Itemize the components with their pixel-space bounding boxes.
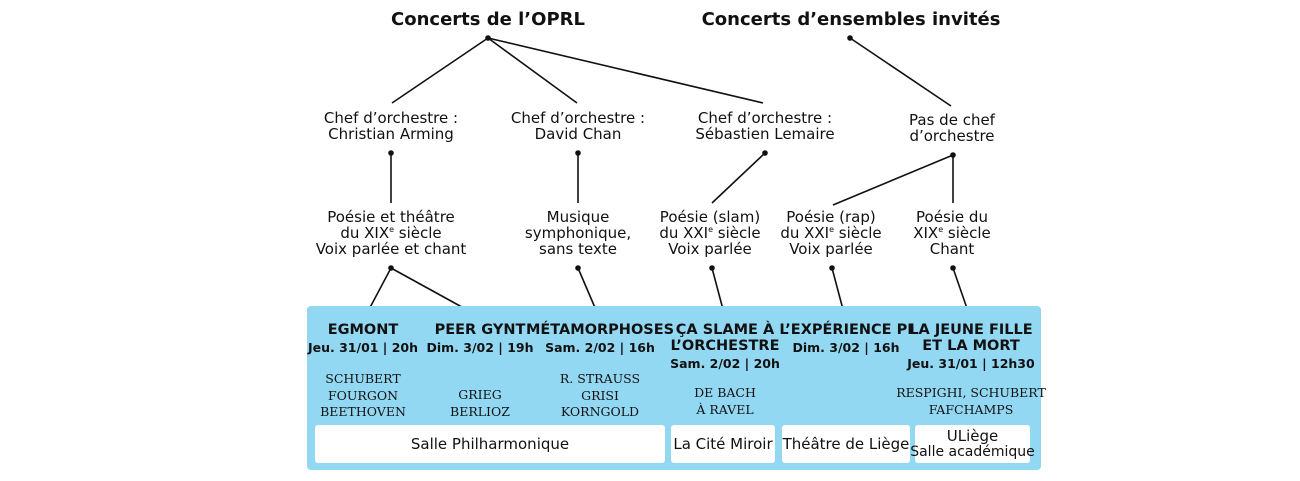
concert-composers: GRIEG BERLIOZ — [426, 387, 533, 420]
heading-guest-concerts: Concerts d’ensembles invités — [701, 9, 1001, 30]
connector-dot — [575, 150, 581, 156]
composer: GRISI — [581, 387, 619, 403]
genre-line: Poésie (rap) — [786, 208, 876, 226]
no-conductor-line1: Pas de chef — [909, 111, 995, 129]
concert-peer-gynt: PEER GYNT Dim. 3/02 | 19h GRIEG BERLIOZ — [426, 322, 533, 420]
concert-title: EGMONT — [327, 322, 399, 338]
connector-line — [487, 37, 764, 104]
genre-line: Voix parlée — [668, 240, 752, 258]
genre-line: Poésie du — [916, 208, 988, 226]
concert-title: ÇA SLAME À — [675, 322, 775, 338]
venue-salle-philharmonique: Salle Philharmonique — [315, 425, 665, 463]
connector-dot — [847, 35, 853, 41]
genre-node-slam: Poésie (slam) du XXIe siècle Voix parlée — [659, 209, 760, 257]
venue-uliege: ULiège Salle académique — [910, 425, 1035, 463]
composer: R. STRAUSS — [559, 371, 641, 386]
connector-dot — [388, 265, 394, 271]
heading-oprl-concerts: Concerts de l’OPRL — [391, 9, 585, 30]
concert-experience-pi: L’EXPÉRIENCE PI Dim. 3/02 | 16h — [779, 322, 912, 356]
conductor-label: Chef d’orchestre : — [323, 109, 459, 127]
connector-dot — [709, 265, 715, 271]
concert-composers: SCHUBERT FOURGON BEETHOVEN — [308, 371, 418, 421]
connector-dot — [388, 150, 394, 156]
connector-line — [711, 152, 766, 204]
concert-date: Sam. 2/02 | 20h — [670, 356, 780, 371]
genre-line: symphonique, — [524, 224, 632, 242]
concert-egmont: EGMONT Jeu. 31/01 | 20h SCHUBERT FOURGON… — [308, 322, 418, 421]
connector-line — [832, 154, 954, 206]
genre-line: Poésie et théâtre — [327, 208, 455, 226]
concert-metamorphoses: MÉTAMORPHOSES Sam. 2/02 | 16h R. STRAUSS… — [526, 322, 674, 421]
concert-title-line2: L’ORCHESTRE — [670, 338, 780, 354]
genre-line: sans texte — [539, 240, 617, 258]
connector-dot — [950, 152, 956, 158]
conductor-node-lemaire: Chef d’orchestre : Sébastien Lemaire — [695, 110, 834, 142]
genre-line: XIXe siècle — [913, 224, 991, 242]
concert-title: L’EXPÉRIENCE PI — [779, 322, 913, 338]
connector-dot — [950, 265, 956, 271]
no-conductor-line2: d’orchestre — [909, 127, 995, 145]
venue-cite-miroir: La Cité Miroir — [671, 425, 775, 463]
concert-date: Jeu. 31/01 | 12h30 — [907, 356, 1035, 371]
conductor-label: Chef d’orchestre : — [697, 109, 833, 127]
genre-node-symphonic: Musique symphonique, sans texte — [525, 209, 631, 257]
concert-date: Dim. 3/02 | 16h — [792, 340, 900, 355]
venue-name: ULiège — [946, 427, 999, 445]
connector-dot — [829, 265, 835, 271]
venue-theatre-de-liege: Théâtre de Liège — [782, 425, 910, 463]
genre-line: Voix parlée — [789, 240, 873, 258]
genre-line: Musique — [546, 208, 610, 226]
genre-node-poetry-theatre: Poésie et théâtre du XIXe siècle Voix pa… — [316, 209, 467, 257]
composer: GRIEG — [458, 387, 502, 402]
connector-line — [487, 37, 578, 104]
concert-date: Dim. 3/02 | 19h — [426, 340, 534, 355]
concert-date: Sam. 2/02 | 16h — [545, 340, 655, 355]
venue-name: Théâtre de Liège — [782, 435, 910, 453]
concert-jeune-fille: LA JEUNE FILLE ET LA MORT Jeu. 31/01 | 1… — [896, 322, 1046, 418]
genre-line: Voix parlée et chant — [315, 240, 467, 258]
connector-line — [391, 37, 489, 104]
no-conductor-node: Pas de chef d’orchestre — [909, 112, 995, 144]
concert-title: PEER GYNT — [434, 322, 526, 338]
venue-subname: Salle académique — [910, 444, 1035, 460]
genre-node-rap: Poésie (rap) du XXIe siècle Voix parlée — [780, 209, 881, 257]
conductor-name: David Chan — [534, 125, 622, 143]
concert-date: Jeu. 31/01 | 20h — [307, 340, 419, 355]
genre-line: du XIXe siècle — [340, 224, 442, 242]
connector-line — [849, 37, 952, 107]
composer: SCHUBERT — [325, 371, 401, 386]
genre-line: Chant — [929, 240, 975, 258]
genre-line: du XXIe siècle — [659, 224, 761, 242]
concert-ca-slame: ÇA SLAME À L’ORCHESTRE Sam. 2/02 | 20h D… — [670, 322, 780, 418]
composer: FAFCHAMPS — [928, 401, 1014, 417]
venue-name: La Cité Miroir — [673, 435, 773, 453]
composer: BERLIOZ — [450, 403, 510, 419]
composer: À RAVEL — [696, 401, 754, 417]
conductor-name: Christian Arming — [328, 125, 454, 143]
venue-name: Salle Philharmonique — [410, 435, 570, 453]
concert-title: MÉTAMORPHOSES — [525, 322, 675, 338]
genre-node-sung-poetry: Poésie du XIXe siècle Chant — [913, 209, 991, 257]
conductor-name: Sébastien Lemaire — [695, 125, 835, 143]
connector-dot — [485, 35, 491, 41]
composer: FOURGON — [327, 387, 399, 403]
connector-dot — [762, 150, 768, 156]
conductor-node-chan: Chef d’orchestre : David Chan — [511, 110, 645, 142]
connector-dot — [575, 265, 581, 271]
composer: RESPIGHI, SCHUBERT — [896, 385, 1046, 400]
concert-title-line2: ET LA MORT — [922, 338, 1020, 354]
conductor-node-arming: Chef d’orchestre : Christian Arming — [324, 110, 458, 142]
composer: DE BACH — [694, 385, 756, 400]
composer: BEETHOVEN — [320, 404, 406, 419]
concert-composers: R. STRAUSS GRISI KORNGOLD — [526, 371, 674, 421]
concert-composers: DE BACH À RAVEL — [670, 385, 780, 418]
composer: KORNGOLD — [560, 404, 640, 419]
genre-line: Poésie (slam) — [659, 208, 761, 226]
conductor-label: Chef d’orchestre : — [510, 109, 646, 127]
genre-line: du XXIe siècle — [780, 224, 882, 242]
concert-composers: RESPIGHI, SCHUBERT FAFCHAMPS — [896, 385, 1046, 418]
concert-title: LA JEUNE FILLE — [909, 322, 1033, 338]
